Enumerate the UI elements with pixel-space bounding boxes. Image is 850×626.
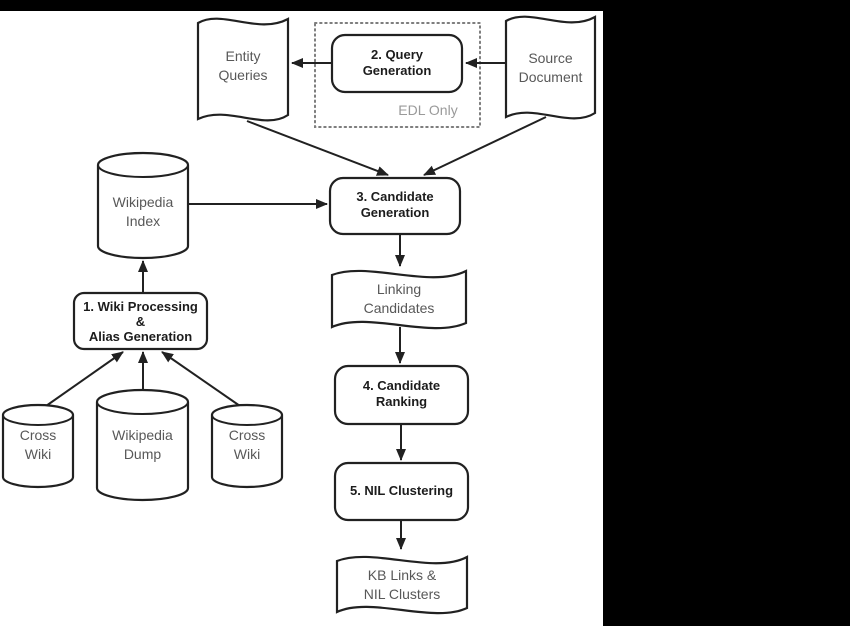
cross-wiki-left-cylinder [1,403,75,489]
nil-clustering-box [333,461,470,522]
cross-wiki-right-cylinder [210,403,284,489]
source-document-shape [504,15,597,120]
candidate-generation-box [328,176,462,236]
flow-diagram-svg [1,15,597,615]
query-generation-box [330,33,464,94]
arrow-crosswiki-right-to-wikiproc [161,351,241,407]
linking-candidates-shape [330,269,468,330]
wikipedia-index-cylinder-rim [97,164,189,178]
arrow-crosswiki-left-to-wikiproc [45,351,124,407]
wikipedia-dump-cylinder [95,388,190,502]
candidate-ranking-box [333,364,470,426]
cross-wiki-left-cylinder-rim [2,414,74,426]
arrow-source-to-candgen [423,116,547,176]
wikipedia-index-cylinder [96,151,190,260]
entity-queries-shape [196,17,290,122]
arrow-queries-to-candgen [246,120,389,176]
wiki-processing-box [72,291,209,351]
wikipedia-dump-cylinder-rim [96,401,189,415]
cross-wiki-right-cylinder-rim [211,414,283,426]
figure-canvas: Entity Queries 2. Query Generation Sourc… [0,11,603,626]
kb-links-shape [335,555,469,615]
edl-group-border [314,22,481,128]
